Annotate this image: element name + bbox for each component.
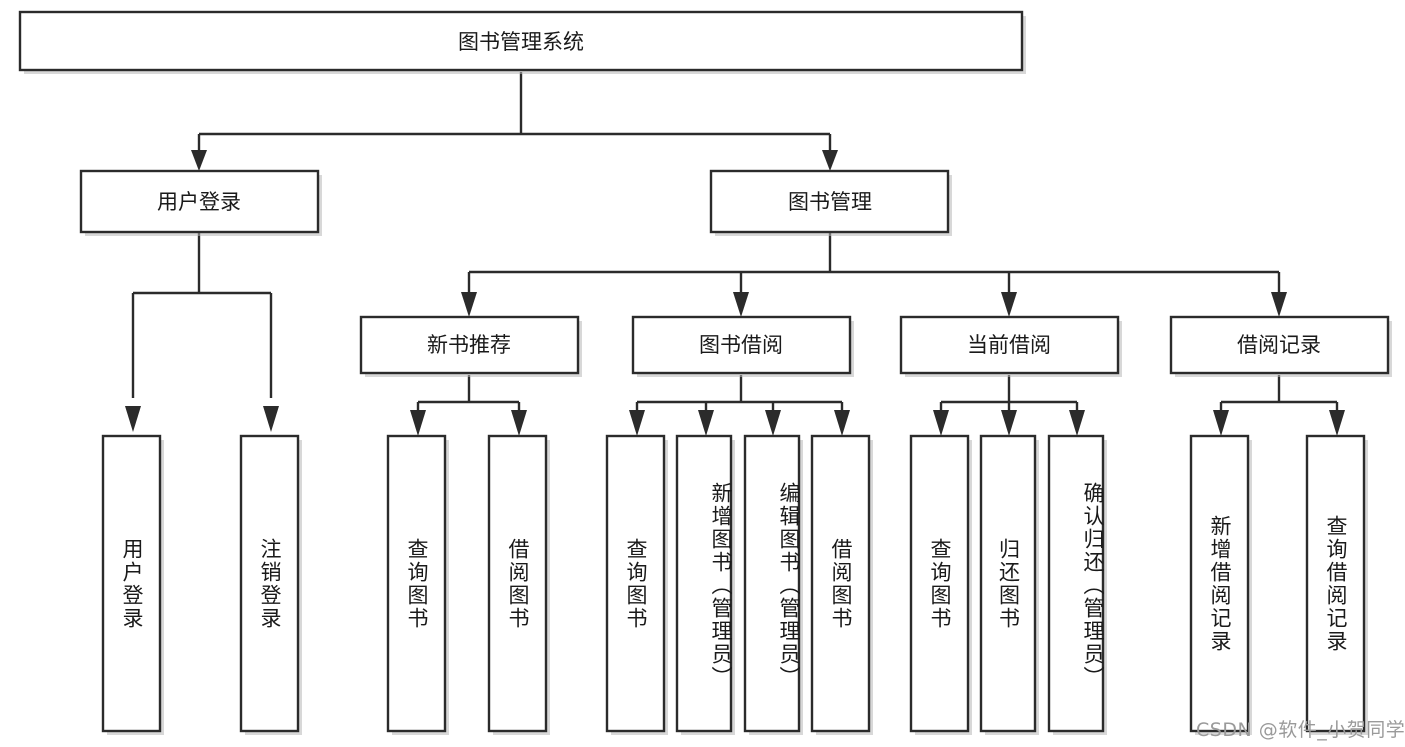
node-leaf-add-record[interactable]: [1189, 434, 1252, 735]
connector-borrowrecord-to-leaves: [1213, 375, 1345, 436]
connector-bookborrow-to-leaves: [629, 375, 850, 436]
node-leaf-query-book-3[interactable]: [909, 434, 972, 735]
csdn-watermark: CSDN @软件_小贺同学: [1196, 719, 1405, 741]
node-book-management[interactable]: 图书管理: [709, 169, 952, 236]
node-current-borrow-label: 当前借阅: [967, 333, 1051, 357]
node-root[interactable]: 图书管理系统: [18, 10, 1026, 74]
node-leaf-query-book-1[interactable]: [386, 434, 449, 735]
node-current-borrow[interactable]: 当前借阅: [899, 315, 1122, 377]
connector-root-to-level2: [191, 72, 838, 171]
node-leaf-user-login[interactable]: [101, 434, 164, 735]
node-borrow-record-label: 借阅记录: [1237, 333, 1321, 357]
node-leaf-edit-book[interactable]: [743, 434, 803, 735]
node-book-management-label: 图书管理: [788, 190, 872, 214]
node-user-login-label: 用户登录: [157, 190, 241, 214]
node-leaf-query-record[interactable]: [1305, 434, 1368, 735]
node-leaf-query-book-2[interactable]: [605, 434, 668, 735]
connector-newbook-to-leaves: [410, 375, 527, 436]
node-root-label: 图书管理系统: [458, 30, 584, 54]
node-leaf-borrow-book-2[interactable]: [810, 434, 873, 735]
node-book-borrow[interactable]: 图书借阅: [631, 315, 854, 377]
node-borrow-record[interactable]: 借阅记录: [1169, 315, 1392, 377]
node-leaf-borrow-book-1[interactable]: [487, 434, 550, 735]
node-leaf-confirm-return[interactable]: [1047, 434, 1107, 735]
connector-userlogin-to-leaves: [125, 232, 279, 432]
node-new-book-recommend[interactable]: 新书推荐: [359, 315, 582, 377]
node-leaf-add-book[interactable]: [675, 434, 735, 735]
connector-currentborrow-to-leaves: [933, 375, 1085, 436]
node-new-book-recommend-label: 新书推荐: [427, 333, 511, 357]
connector-bookmgmt-to-level3: [461, 232, 1287, 317]
node-book-borrow-label: 图书借阅: [699, 333, 783, 357]
node-user-login[interactable]: 用户登录: [79, 169, 322, 236]
node-leaf-logout-login[interactable]: [239, 434, 302, 735]
node-leaf-return-book[interactable]: [979, 434, 1039, 735]
